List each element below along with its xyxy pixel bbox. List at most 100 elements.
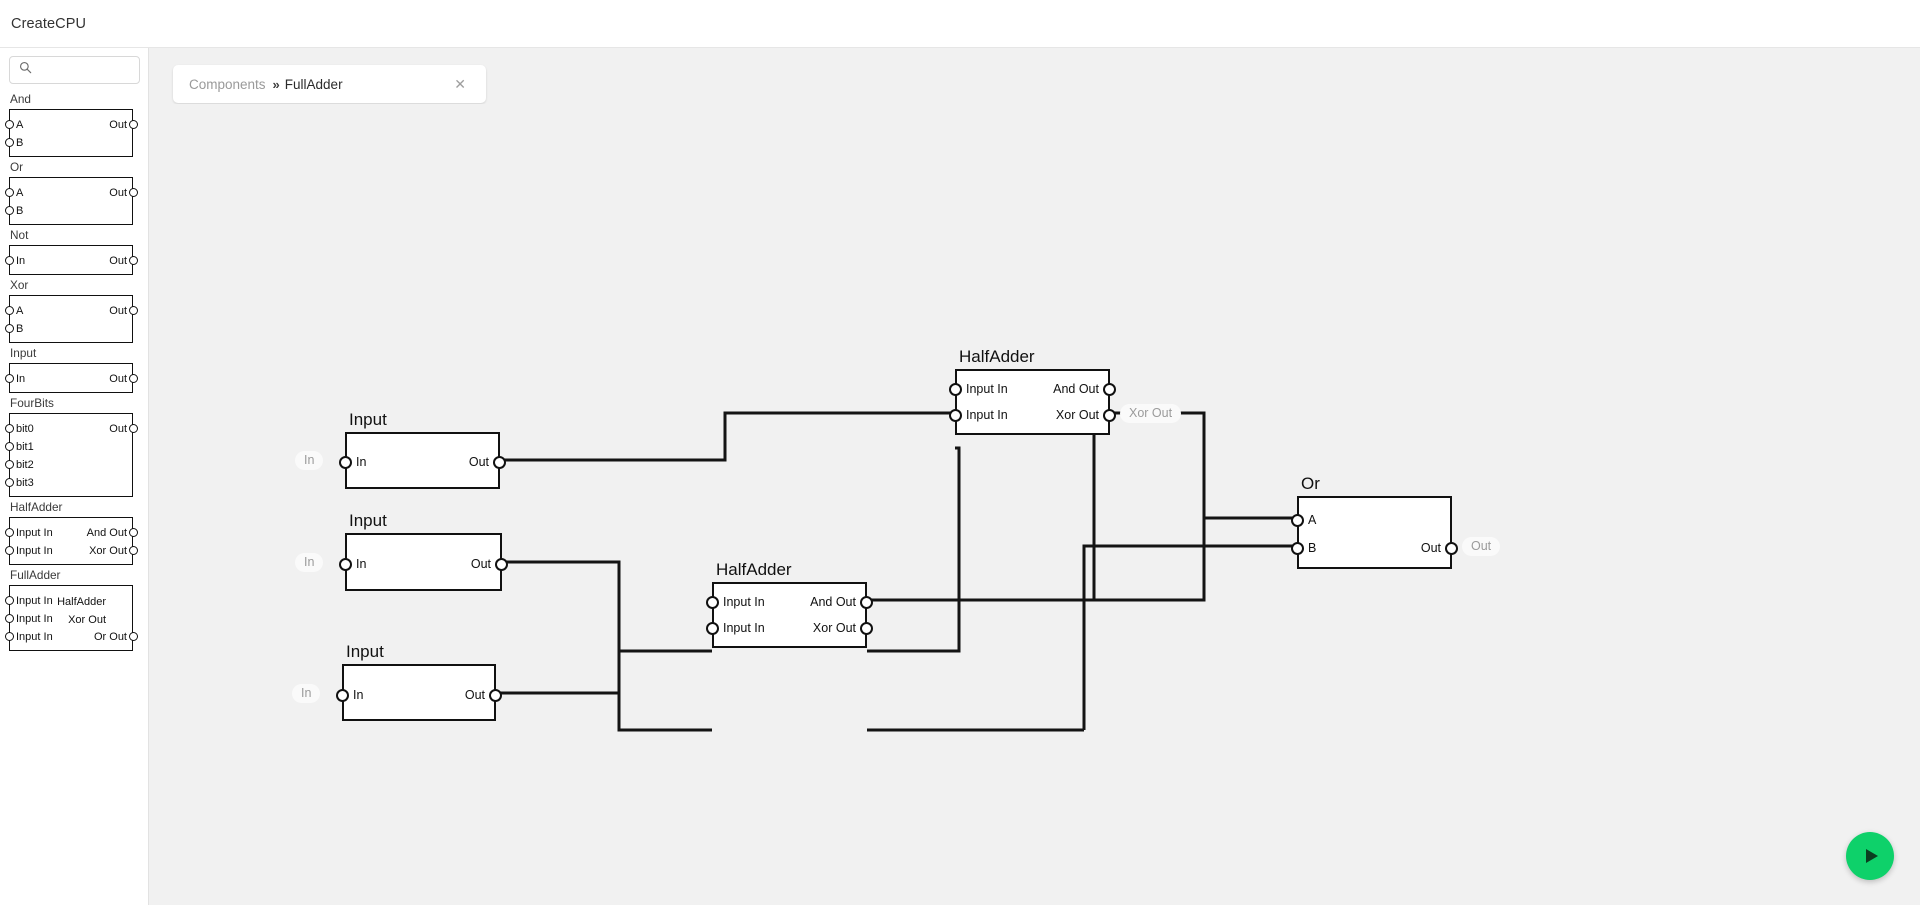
- wire[interactable]: [867, 446, 961, 653]
- output-pin[interactable]: [493, 456, 506, 469]
- output-pin[interactable]: [860, 596, 873, 609]
- chip-input-port[interactable]: [4, 442, 14, 451]
- node-title: Input: [346, 642, 384, 661]
- chip-input-port[interactable]: [4, 596, 14, 605]
- input-pin[interactable]: [1291, 542, 1304, 555]
- tab-fulladder[interactable]: Components » FullAdder ✕: [173, 65, 486, 103]
- chip-output-port[interactable]: [128, 424, 138, 433]
- chip-output-port[interactable]: [128, 306, 138, 315]
- input-pin[interactable]: [336, 689, 349, 702]
- chip-output-port[interactable]: [128, 528, 138, 537]
- external-input-pill[interactable]: In: [292, 684, 321, 703]
- input-pin[interactable]: [949, 383, 962, 396]
- chip-output-port[interactable]: [128, 374, 138, 383]
- output-pin[interactable]: [1103, 409, 1116, 422]
- chip-input-port[interactable]: [4, 256, 14, 265]
- search-container: [0, 48, 148, 90]
- chip-output-port[interactable]: [128, 632, 138, 641]
- chip-input-port[interactable]: [4, 138, 14, 147]
- run-simulation-button[interactable]: [1846, 832, 1894, 880]
- input-pin-label: Input In: [966, 382, 1008, 396]
- output-pin[interactable]: [860, 622, 873, 635]
- wire[interactable]: [497, 649, 712, 695]
- external-output-pill[interactable]: Xor Out: [1120, 404, 1182, 423]
- chip-input-port[interactable]: [4, 306, 14, 315]
- input-pin[interactable]: [706, 622, 719, 635]
- output-pin[interactable]: [1103, 383, 1116, 396]
- chip-inner-label: Xor Out: [68, 614, 106, 626]
- wire[interactable]: [1082, 544, 1297, 730]
- chip-input-port[interactable]: [4, 424, 14, 433]
- external-output-pill[interactable]: Out: [1462, 537, 1501, 556]
- chip-output-label: Or Out: [93, 631, 127, 643]
- tab-strip: Components » FullAdder ✕: [149, 48, 1920, 104]
- chip-output-port[interactable]: [128, 120, 138, 129]
- chip-input-port[interactable]: [4, 632, 14, 641]
- search-input[interactable]: [36, 63, 132, 77]
- chip-input-label: B: [16, 137, 24, 149]
- wire[interactable]: [867, 518, 1206, 602]
- close-icon[interactable]: ✕: [410, 76, 472, 92]
- chip-input-port[interactable]: [4, 324, 14, 333]
- chip-output-port[interactable]: [128, 546, 138, 555]
- tab-breadcrumb-root[interactable]: Components: [189, 76, 266, 92]
- chip-input-port[interactable]: [4, 546, 14, 555]
- input-pin[interactable]: [949, 409, 962, 422]
- chip-input-port[interactable]: [4, 188, 14, 197]
- chip-input-port[interactable]: [4, 120, 14, 129]
- external-input-pill[interactable]: In: [295, 451, 324, 470]
- wire[interactable]: [867, 411, 1096, 602]
- chip-output-port[interactable]: [128, 188, 138, 197]
- chip-inner-label: HalfAdder: [57, 596, 106, 608]
- input-pin[interactable]: [1291, 514, 1304, 527]
- library-item-label: HalfAdder: [10, 500, 63, 514]
- wire[interactable]: [1110, 411, 1297, 520]
- input-pin[interactable]: [339, 456, 352, 469]
- chip-input-port[interactable]: [4, 528, 14, 537]
- output-pin-label: Out: [468, 455, 489, 469]
- node-title: Or: [1301, 474, 1320, 493]
- output-pin[interactable]: [495, 558, 508, 571]
- chip-input-port[interactable]: [4, 206, 14, 215]
- input-pin-label: In: [356, 557, 367, 571]
- search-box[interactable]: [9, 56, 140, 84]
- wire[interactable]: [501, 411, 955, 462]
- chip-input-port[interactable]: [4, 374, 14, 383]
- chip-input-port[interactable]: [4, 614, 14, 623]
- chip-input-port[interactable]: [4, 478, 14, 487]
- app-title: CreateCPU: [11, 15, 87, 32]
- chip-input-label: B: [16, 205, 24, 217]
- chip-input-port[interactable]: [4, 460, 14, 469]
- library-item-label: Not: [10, 228, 29, 242]
- wire[interactable]: [503, 560, 712, 732]
- input-pin[interactable]: [339, 558, 352, 571]
- input-pin[interactable]: [706, 596, 719, 609]
- output-pin[interactable]: [1445, 542, 1458, 555]
- chip-output-port[interactable]: [128, 256, 138, 265]
- output-pin[interactable]: [489, 689, 502, 702]
- external-input-pill[interactable]: In: [295, 553, 324, 572]
